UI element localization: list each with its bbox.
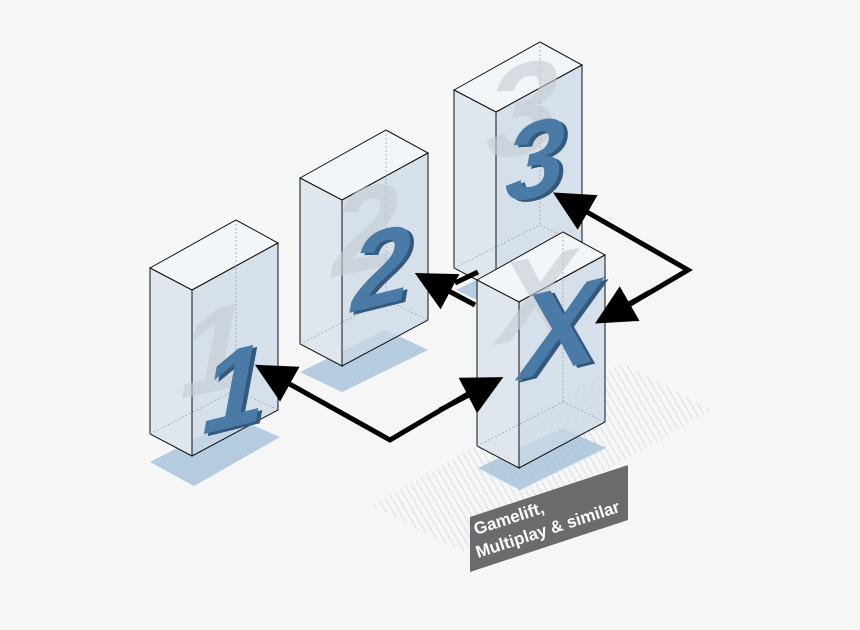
arrow-3-to-x-tip [594, 286, 652, 324]
server-2-digit: 2 [349, 201, 411, 337]
floor-shadow-x [478, 428, 606, 490]
box-1-front-face [191, 242, 279, 457]
floor-shadow-2 [300, 330, 428, 392]
box-x-front-face [518, 254, 606, 469]
server-2-digit-shadow: 2 [353, 203, 415, 339]
arrow-2-to-x [453, 269, 480, 286]
server-box-x: X X X [475, 223, 609, 469]
arrow-1-to-x-tip [438, 377, 504, 414]
server-1-digit: 1 [202, 319, 264, 460]
server-box-2: 2 2 2 [298, 129, 430, 367]
server-box-1: 1 1 1 [148, 219, 280, 461]
server-x-digit-ghost: X [492, 223, 581, 370]
server-x-digit-shadow: X [518, 255, 609, 409]
server-1-digit-ghost: 1 [180, 276, 247, 425]
server-3-digit: 3 [505, 93, 565, 228]
floor-shadow-1 [150, 418, 280, 486]
box-2-front-face [341, 152, 429, 367]
badge-background [470, 465, 628, 572]
server-3-digit-ghost: 3 [486, 29, 558, 190]
server-x-digit: X [514, 253, 605, 407]
arrow-x-to-2 [414, 272, 477, 310]
server-2-digit-ghost: 2 [330, 154, 399, 303]
